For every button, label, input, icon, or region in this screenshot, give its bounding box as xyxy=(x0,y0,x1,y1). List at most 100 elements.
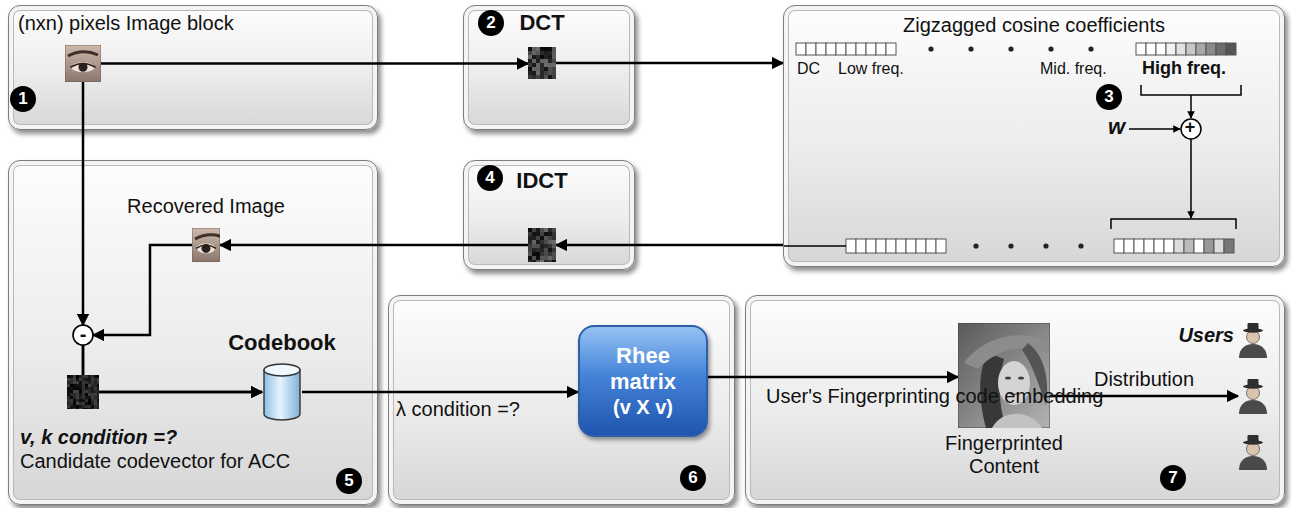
noise-pixel xyxy=(67,405,70,408)
noise-pixel xyxy=(552,228,556,232)
noise-pixel xyxy=(552,260,556,262)
user-hat-brim xyxy=(1243,384,1263,388)
idct-thumbnail: IDCT xyxy=(528,228,556,262)
noise-pixel xyxy=(536,59,540,63)
noise-pixel xyxy=(528,232,532,236)
connector-line xyxy=(82,82,85,325)
adder-circle xyxy=(1181,119,1201,139)
label-text: + xyxy=(1180,118,1200,138)
connector xyxy=(83,245,262,392)
noise-pixel xyxy=(91,402,94,405)
coefficient-cell xyxy=(796,43,806,55)
noise-pixel xyxy=(548,67,552,71)
eye xyxy=(1018,376,1024,379)
cylinder-body xyxy=(264,370,300,420)
noise-pixel xyxy=(544,252,548,256)
coefficient-cell xyxy=(936,239,946,253)
noise-pixel xyxy=(544,260,548,262)
eyebrow xyxy=(68,52,98,56)
noise-pixel xyxy=(88,384,91,387)
coefficient-cell xyxy=(1144,239,1154,253)
noise-pixel xyxy=(548,75,552,79)
noise-pixel xyxy=(97,381,99,384)
noise-pixel xyxy=(94,393,97,396)
noise-pixel xyxy=(79,390,82,393)
noise-pixel xyxy=(67,381,70,384)
noise-pixel xyxy=(94,402,97,405)
coefficient-cell xyxy=(1136,43,1146,55)
noise-pixel xyxy=(82,396,85,399)
noise-pixel xyxy=(532,236,536,240)
noise-pixel xyxy=(528,67,532,71)
noise-pixel xyxy=(532,47,536,51)
noise-pixel xyxy=(85,399,88,402)
noise-pixel xyxy=(88,408,91,409)
noise-pixel xyxy=(532,75,536,79)
noise-pixel xyxy=(548,47,552,51)
noise-pixel xyxy=(70,396,73,399)
noise-pixel xyxy=(528,248,532,252)
noise-pixel xyxy=(532,252,536,256)
connector xyxy=(556,63,783,64)
noise-pixel xyxy=(79,405,82,408)
user-body xyxy=(1239,344,1267,358)
callout-number: 6 xyxy=(680,465,706,491)
connector-line xyxy=(556,62,783,65)
noise-pixel xyxy=(94,396,97,399)
noise-pixel xyxy=(536,228,540,232)
noise-pixel xyxy=(536,244,540,248)
noise-pixel xyxy=(67,399,70,402)
noise-pixel xyxy=(536,47,540,51)
coefficient-cell xyxy=(1204,239,1214,253)
noise-pixel xyxy=(548,244,552,248)
noise-pixel xyxy=(70,402,73,405)
noise-pixel xyxy=(76,384,79,387)
noise-pixel xyxy=(548,260,552,262)
connector-line xyxy=(82,345,85,375)
noise-pixel xyxy=(548,252,552,256)
noise-pixel xyxy=(548,248,552,252)
noise-pixel xyxy=(97,378,99,381)
connector xyxy=(220,245,528,246)
noise-pixel xyxy=(91,375,94,378)
noise-pixel xyxy=(67,396,70,399)
photo-ground xyxy=(958,323,1050,428)
noise-pixel xyxy=(82,399,85,402)
noise-pixel xyxy=(82,384,85,387)
ellipsis-dot xyxy=(1088,46,1093,51)
coefficient-cell xyxy=(1224,239,1234,253)
codebook-cylinder: Codebook xyxy=(262,362,302,422)
noise-pixel xyxy=(94,399,97,402)
coefficient-panel-art xyxy=(784,6,1286,268)
dct-thumbnail-art xyxy=(528,47,556,79)
coefficient-cell xyxy=(876,43,886,55)
noise-pixel xyxy=(76,375,79,378)
ellipsis-dot xyxy=(1043,243,1048,248)
coefficient-cell xyxy=(906,239,916,253)
coefficient-cell xyxy=(1216,43,1226,55)
feather xyxy=(1022,343,1047,405)
noise-pixel xyxy=(552,256,556,260)
panel-line xyxy=(1141,85,1241,95)
node-text: Users xyxy=(1178,324,1234,347)
noise-pixel xyxy=(79,381,82,384)
noise-pixel xyxy=(540,228,544,232)
noise-pixel xyxy=(79,375,82,378)
callout-number: 1 xyxy=(10,86,36,112)
noise-pixel xyxy=(88,393,91,396)
noise-pixel xyxy=(540,256,544,260)
noise-pixel xyxy=(536,260,540,262)
connector xyxy=(1050,396,1238,397)
eyelid xyxy=(70,64,95,68)
noise-pixel xyxy=(540,248,544,252)
coefficient-cell xyxy=(1154,239,1164,253)
noise-pixel xyxy=(79,399,82,402)
noise-pixel xyxy=(540,67,544,71)
label-text: Candidate codevector for ACC xyxy=(20,450,290,473)
coefficient-cell xyxy=(1186,43,1196,55)
noise-pixel xyxy=(67,387,70,390)
noise-pixel xyxy=(540,55,544,59)
coefficient-cell xyxy=(1124,239,1134,253)
noise-pixel xyxy=(73,393,76,396)
noise-pixel xyxy=(532,228,536,232)
